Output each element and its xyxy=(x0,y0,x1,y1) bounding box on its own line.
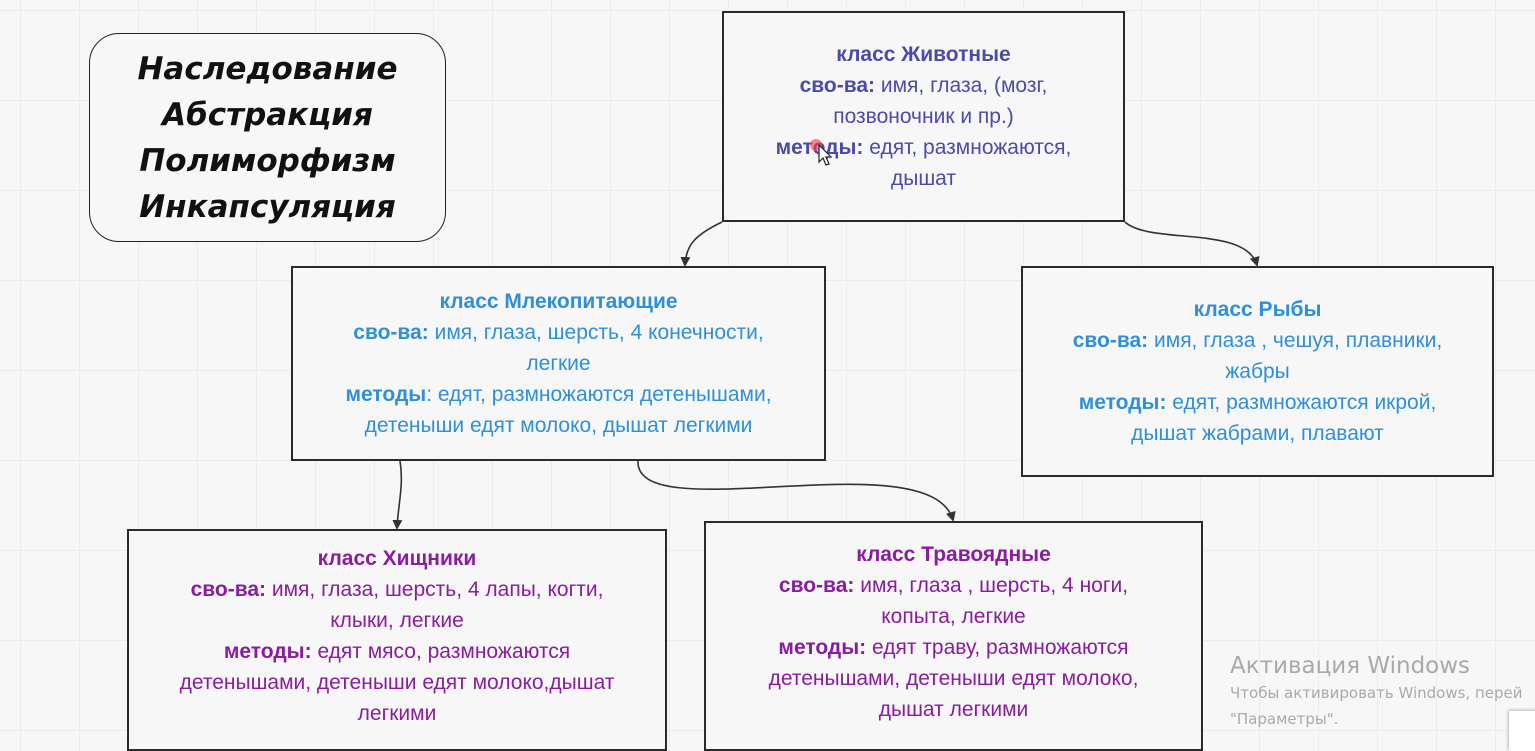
watermark-title: Активация Windows xyxy=(1230,653,1471,679)
arrow-animals-to-fish xyxy=(1124,221,1260,267)
class-mammals-box: класс Млекопитающие сво-ва: имя, глаза, … xyxy=(291,266,826,461)
properties-label: сво-ва: xyxy=(353,321,429,344)
arrow-mammals-to-predators xyxy=(392,460,403,530)
pillar-polymorphism: Полиморфизм xyxy=(139,142,396,179)
methods-label: методы: xyxy=(1078,391,1167,414)
windows-activation-watermark: Активация Windows Чтобы активировать Win… xyxy=(1230,652,1523,732)
class-fish-box: класс Рыбы сво-ва: имя, глаза , чешуя, п… xyxy=(1021,266,1494,477)
methods-text: едят, размножаются икрой, xyxy=(1166,391,1437,414)
methods-text-cont: дышат xyxy=(890,167,957,190)
methods-text-cont: детенышами, детеныши едят молоко,дышат xyxy=(179,671,615,694)
class-methods: методы: едят мясо, размножаются xyxy=(139,636,655,667)
arrow-animals-to-mammals xyxy=(680,221,723,267)
pillar-abstraction: Абстракция xyxy=(162,96,373,133)
class-properties: сво-ва: имя, глаза, шерсть, 4 лапы, когт… xyxy=(139,574,655,605)
properties-label: сво-ва: xyxy=(190,578,267,601)
watermark-line1: Чтобы активировать Windows, перей xyxy=(1230,684,1523,702)
class-herbivores-box: класс Травоядные сво-ва: имя, глаза , ше… xyxy=(704,521,1203,751)
properties-text-cont: клыки, легкие xyxy=(330,609,464,632)
arrow-mammals-to-herbivores xyxy=(637,460,956,522)
methods-label: методы xyxy=(345,383,427,406)
methods-label: методы: xyxy=(778,636,867,659)
methods-text: едят траву, размножаются xyxy=(866,636,1129,659)
methods-text: : едят, размножаются детенышами, xyxy=(426,383,772,406)
class-methods: методы: едят, размножаются детенышами, xyxy=(303,379,814,410)
class-properties: сво-ва: имя, глаза , чешуя, плавники, xyxy=(1033,325,1482,356)
properties-text: имя, глаза, (мозг, xyxy=(875,74,1048,97)
properties-label: сво-ва: xyxy=(1072,329,1149,352)
class-title: класс Рыбы xyxy=(1193,298,1322,321)
properties-text-cont: позвоночник и пр.) xyxy=(833,105,1014,128)
properties-text: имя, глаза, шерсть, 4 лапы, когти, xyxy=(266,578,604,601)
properties-label: сво-ва: xyxy=(799,74,876,97)
properties-text-cont: легкие xyxy=(526,352,591,375)
class-title: класс Животные xyxy=(836,43,1011,66)
class-methods: методы: едят, размножаются икрой, xyxy=(1033,387,1482,418)
properties-label: сво-ва: xyxy=(778,574,855,597)
methods-text-cont2: дышат легкими xyxy=(878,698,1029,721)
properties-text: имя, глаза , чешуя, плавники, xyxy=(1148,329,1443,352)
watermark-line2: "Параметры". xyxy=(1230,710,1339,728)
properties-text-cont: копыта, легкие xyxy=(881,605,1026,628)
class-predators-box: класс Хищники сво-ва: имя, глаза, шерсть… xyxy=(127,529,667,751)
class-title: класс Травоядные xyxy=(856,543,1051,566)
pillar-inheritance: Наследование xyxy=(137,50,398,87)
pillar-encapsulation: Инкапсуляция xyxy=(139,188,396,225)
corner-panel xyxy=(1509,711,1535,751)
class-methods: методы: едят траву, размножаются xyxy=(716,632,1191,663)
methods-text-cont: дышат жабрами, плавают xyxy=(1131,422,1384,445)
properties-text: имя, глаза, шерсть, 4 конечности, xyxy=(428,321,764,344)
class-title: класс Хищники xyxy=(317,547,477,570)
properties-text: имя, глаза , шерсть, 4 ноги, xyxy=(854,574,1129,597)
methods-text: едят, размножаются, xyxy=(863,136,1072,159)
class-methods: методы: едят, размножаются, xyxy=(734,132,1113,163)
methods-text-cont2: легкими xyxy=(357,702,437,725)
methods-text-cont: детеныши едят молоко, дышат легкими xyxy=(364,414,753,437)
mouse-cursor-icon xyxy=(810,139,833,166)
class-properties: сво-ва: имя, глаза , шерсть, 4 ноги, xyxy=(716,570,1191,601)
class-animals-box: класс Животные сво-ва: имя, глаза, (мозг… xyxy=(722,11,1125,222)
class-properties: сво-ва: имя, глаза, (мозг, xyxy=(734,70,1113,101)
methods-label: методы: xyxy=(223,640,312,663)
methods-text-cont: детенышами, детеныши едят молоко, xyxy=(768,667,1139,690)
class-properties: сво-ва: имя, глаза, шерсть, 4 конечности… xyxy=(303,317,814,348)
methods-text: едят мясо, размножаются xyxy=(311,640,571,663)
properties-text-cont: жабры xyxy=(1225,360,1290,383)
oop-pillars-card: Наследование Абстракция Полиморфизм Инка… xyxy=(89,33,446,242)
class-title: класс Млекопитающие xyxy=(439,290,678,313)
